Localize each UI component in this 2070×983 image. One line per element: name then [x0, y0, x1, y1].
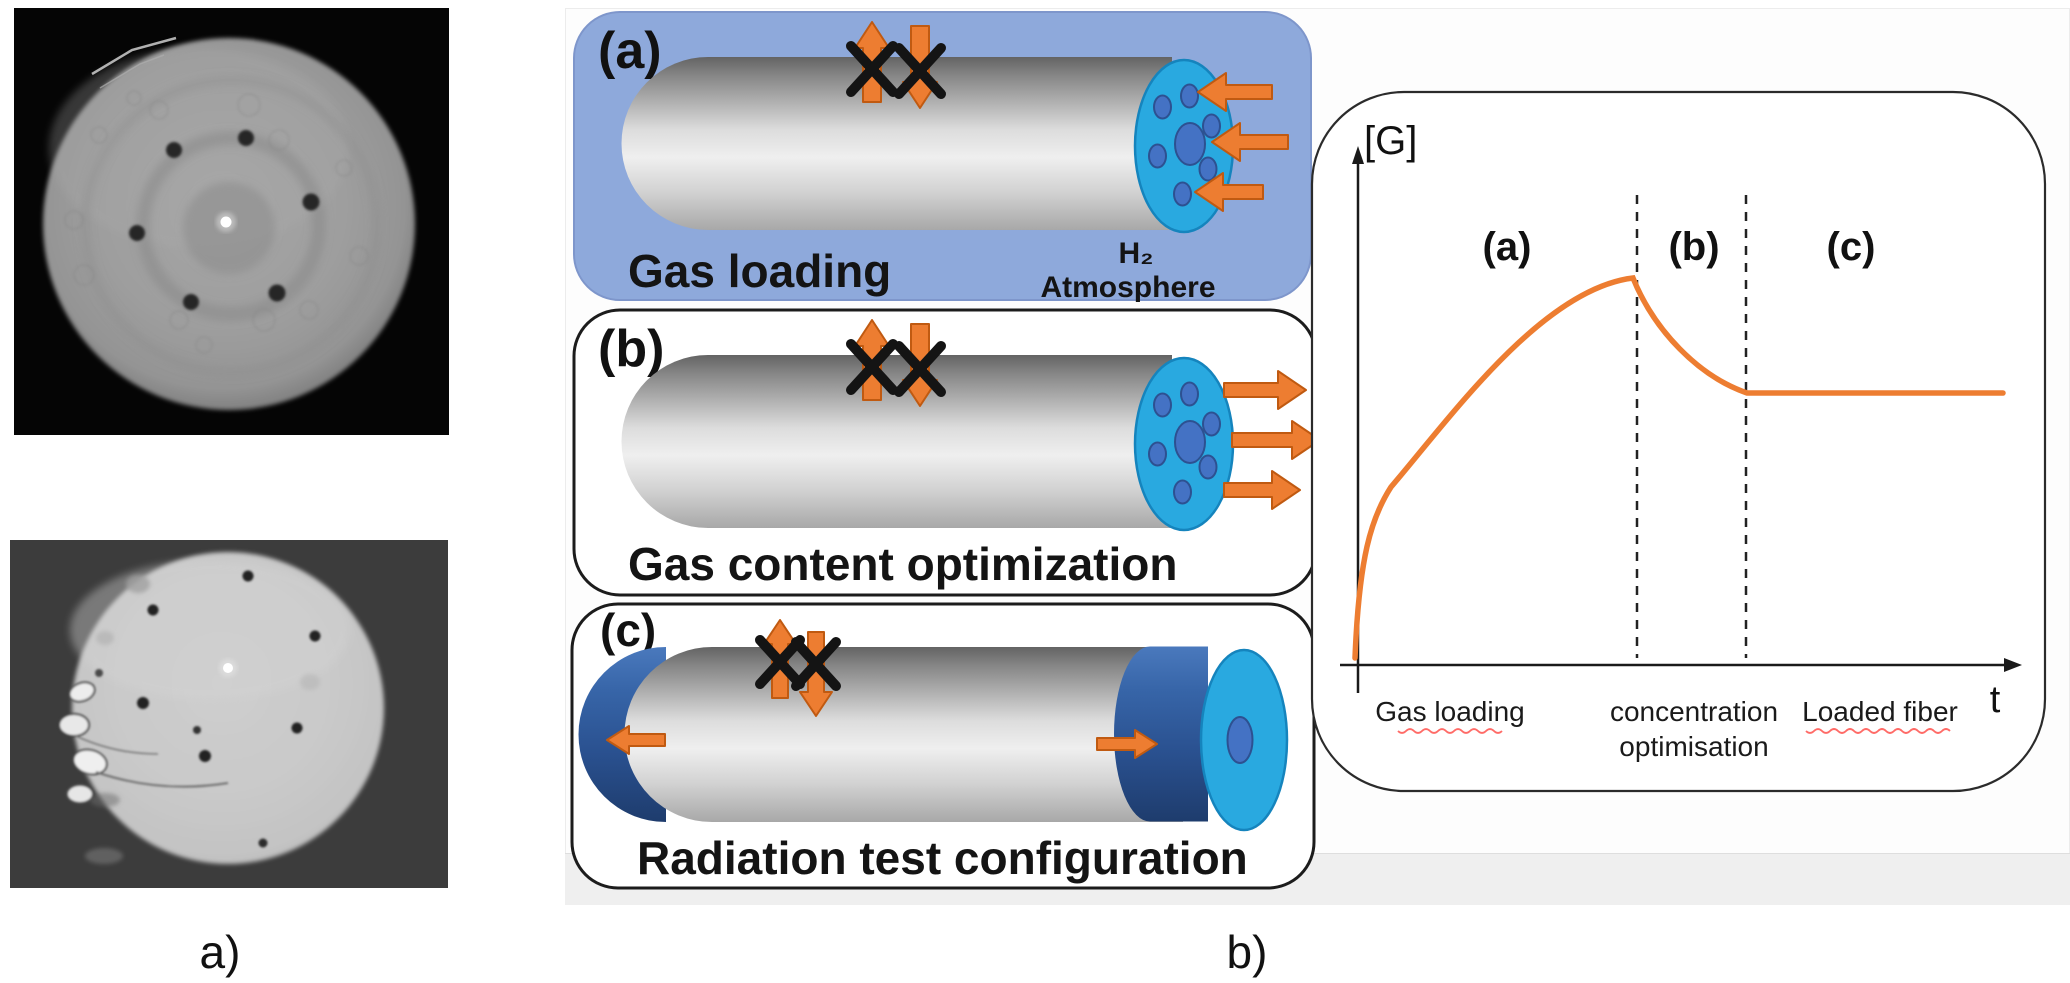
x-mark: [846, 339, 898, 395]
x-axis: [1340, 658, 2022, 672]
bright-core-spot: [216, 212, 236, 232]
subfigure-caption-b: b): [1226, 926, 1268, 978]
graph-region-label-c: (c): [1827, 225, 1876, 269]
y-axis-arrowhead: [1352, 146, 1364, 164]
panel-c-label: (c): [600, 604, 656, 656]
spellcheck-underline-gas-loading: [1397, 728, 1503, 734]
blocked-radial-diffusion-arrows: [755, 619, 841, 717]
blocked-radial-diffusion-arrows: [846, 319, 946, 407]
x-axis-label: t: [1990, 679, 2001, 721]
sealed-end-face: [1199, 648, 1289, 832]
phase-label-loaded-fiber: Loaded fiber: [1802, 696, 1958, 727]
concentration-curve: [1352, 275, 2006, 661]
surface-bubbles: [64, 90, 369, 354]
fiber-cylinder-body: [621, 355, 1172, 528]
inclusion-dots: [95, 570, 321, 848]
x-mark: [894, 341, 946, 397]
fuzzy-smudges: [85, 575, 320, 864]
fiber-core: [1226, 716, 1254, 764]
panel-b-label: (b): [598, 320, 664, 378]
phase-label-optimisation: optimisation: [1619, 731, 1768, 762]
axial-diffusion-arrows: [606, 725, 1158, 759]
x-mark: [755, 635, 805, 689]
graph-region-label-b: (b): [1668, 225, 1719, 269]
panel-c-caption: Radiation test configuration: [637, 832, 1248, 884]
y-axis-label: [G]: [1364, 119, 1417, 163]
atmosphere-label: Atmosphere: [1040, 271, 1215, 302]
air-hole-dots: [129, 130, 320, 310]
fiber-core: [1174, 122, 1206, 166]
fiber-cylinder-body: [624, 647, 1183, 822]
micrograph-bottom-fiber-cross-section: [10, 540, 448, 888]
fiber-core: [1174, 420, 1206, 464]
panel-a-label: (a): [598, 22, 662, 80]
h2-label: H₂: [1119, 237, 1154, 270]
panel-gas-content-optimization: (b) Gas content optimization: [572, 308, 1318, 597]
x-mark: [791, 637, 841, 691]
graph-region-label-a: (a): [1483, 225, 1532, 269]
x-axis-arrowhead: [2004, 658, 2022, 672]
right-arrow: [1096, 729, 1158, 759]
spellcheck-underline-loaded-fiber: [1805, 728, 1951, 734]
fiber-cylinder-body: [621, 57, 1172, 230]
phase-label-gas-loading: Gas loading: [1375, 696, 1524, 727]
panel-gas-loading: (a) H₂ Atmosphere Gas loading: [573, 11, 1312, 302]
graph-border: [1310, 90, 2047, 793]
x-mark: [894, 43, 946, 99]
edge-damage-cluster: [58, 681, 229, 804]
edge-scratch: [91, 36, 177, 89]
x-mark: [846, 41, 898, 97]
phase-label-concentration: concentration: [1610, 696, 1778, 727]
right-end-cap: [1114, 646, 1208, 822]
left-arrow: [606, 725, 666, 755]
panel-a-caption: Gas loading: [628, 245, 891, 297]
gas-outflow-arrows: [1223, 370, 1318, 510]
illumination-highlight: [70, 560, 350, 700]
micrograph-top-fiber-cross-section: [14, 8, 449, 435]
panel-radiation-test-configuration: (c) Radiation test configuration: [570, 602, 1316, 890]
concentration-vs-time-graph: [G] (a) (b) (c) Gas loading concentratio…: [1310, 90, 2047, 793]
bright-core-spot: [219, 659, 237, 677]
panel-b-caption: Gas content optimization: [628, 538, 1177, 590]
fiber-end-face: [1133, 356, 1235, 532]
subfigure-caption-a: a): [199, 926, 241, 978]
blocked-radial-diffusion-arrows: [846, 21, 946, 109]
gas-inflow-arrows: [1194, 72, 1289, 212]
